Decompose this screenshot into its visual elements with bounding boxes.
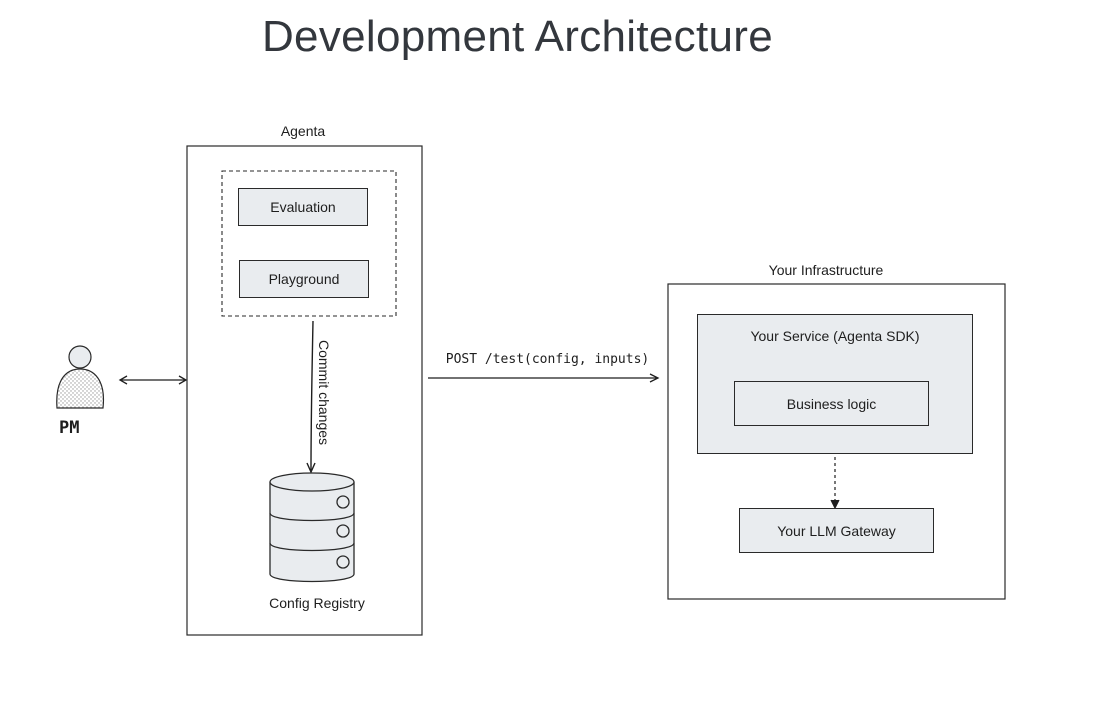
pm-label: PM	[59, 418, 80, 438]
commit-arrow	[306, 320, 316, 474]
request-arrow	[428, 373, 660, 383]
database-icon	[269, 472, 355, 583]
playground-box[interactable]: Playground	[239, 260, 369, 298]
evaluation-label: Evaluation	[270, 199, 336, 215]
llm-gateway-box[interactable]: Your LLM Gateway	[739, 508, 934, 553]
page-title: Development Architecture	[261, 12, 773, 61]
config-registry-label: Config Registry	[269, 595, 365, 611]
playground-label: Playground	[268, 271, 340, 287]
agenta-container	[186, 145, 423, 636]
agenta-tools-group	[221, 170, 397, 317]
infrastructure-label: Your Infrastructure	[768, 262, 884, 278]
evaluation-box[interactable]: Evaluation	[238, 188, 368, 226]
request-label: POST /test(config, inputs)	[445, 352, 650, 367]
business-logic-box[interactable]: Business logic	[734, 381, 929, 426]
llm-gateway-label: Your LLM Gateway	[777, 522, 896, 539]
service-label: Your Service (Agenta SDK)	[750, 328, 920, 344]
pm-agenta-arrow	[118, 375, 188, 385]
person-icon	[56, 345, 105, 409]
infrastructure-container	[667, 283, 1006, 600]
agenta-label: Agenta	[280, 123, 326, 139]
commit-changes-label: Commit changes	[316, 340, 332, 446]
business-logic-label: Business logic	[786, 395, 877, 412]
